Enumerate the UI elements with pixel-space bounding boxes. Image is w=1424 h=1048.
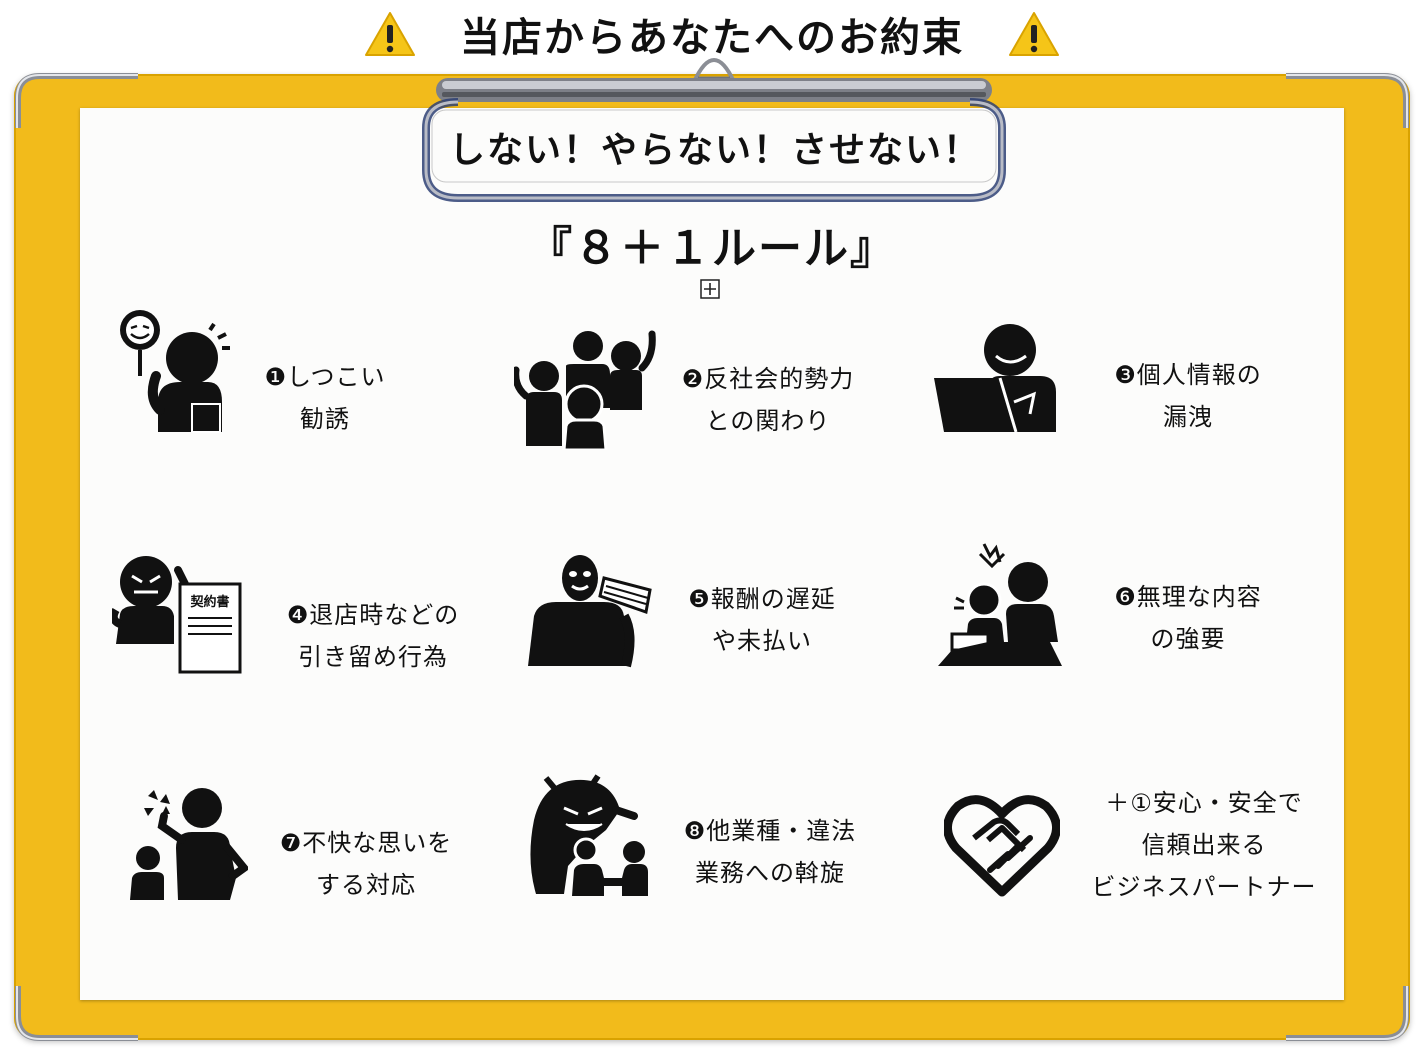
corner-guard-top-right — [1286, 73, 1409, 128]
clip-icon — [422, 58, 1006, 202]
harassing-phone-call-icon — [120, 310, 230, 433]
rule-item-plus-1-label: ＋①安心・安全で 信頼出来る ビジネスパートナー — [1091, 789, 1317, 901]
warning-icon — [1009, 12, 1059, 56]
corner-guard-top-left — [15, 73, 138, 128]
corner-guard-bottom-left — [15, 986, 138, 1041]
angry-person-with-contract-icon: 契約書 — [112, 556, 242, 674]
rule-item-5-label: ❺報酬の遅延 や未払い — [688, 585, 836, 655]
angry-person-pointing-icon — [130, 788, 248, 900]
rule-item-6-label: ❻無理な内容 の強要 — [1114, 583, 1262, 653]
rule-item-8-label: ❽他業種・違法 業務への斡旋 — [683, 817, 857, 887]
corner-guard-bottom-right — [1286, 986, 1409, 1041]
rule-item-2-label: ❷反社会的勢力 との関わり — [681, 365, 855, 435]
paper-sheet — [80, 108, 1344, 1000]
svg-text:契約書: 契約書 — [189, 594, 229, 610]
clip-slogan: しない！やらない！させない！ — [448, 130, 981, 171]
person-pressuring-worker-icon — [938, 543, 1062, 666]
crowd-of-people-icon — [514, 330, 656, 450]
page-title-row: 当店からあなたへのお約束 — [0, 6, 1424, 62]
rule-title: 『８＋１ルール』 — [528, 223, 896, 274]
person-at-laptop-icon — [934, 324, 1056, 433]
heart-handshake-icon — [944, 795, 1060, 897]
rule-item-3-label: ❸個人情報の 漏洩 — [1114, 361, 1262, 431]
rule-item-7-label: ❼不快な思いを する対応 — [279, 829, 453, 899]
expand-plus-icon[interactable] — [700, 279, 720, 299]
ghost-over-handshake-icon — [530, 774, 648, 896]
rule-item-1-label: ❶しつこい 勧誘 — [264, 363, 386, 433]
rule-item-4-label: ❹退店時などの 引き留め行為 — [286, 601, 460, 671]
page-title: 当店からあなたへのお約束 — [460, 15, 964, 61]
warning-icon — [365, 12, 415, 56]
thief-holding-money-icon — [528, 555, 652, 668]
